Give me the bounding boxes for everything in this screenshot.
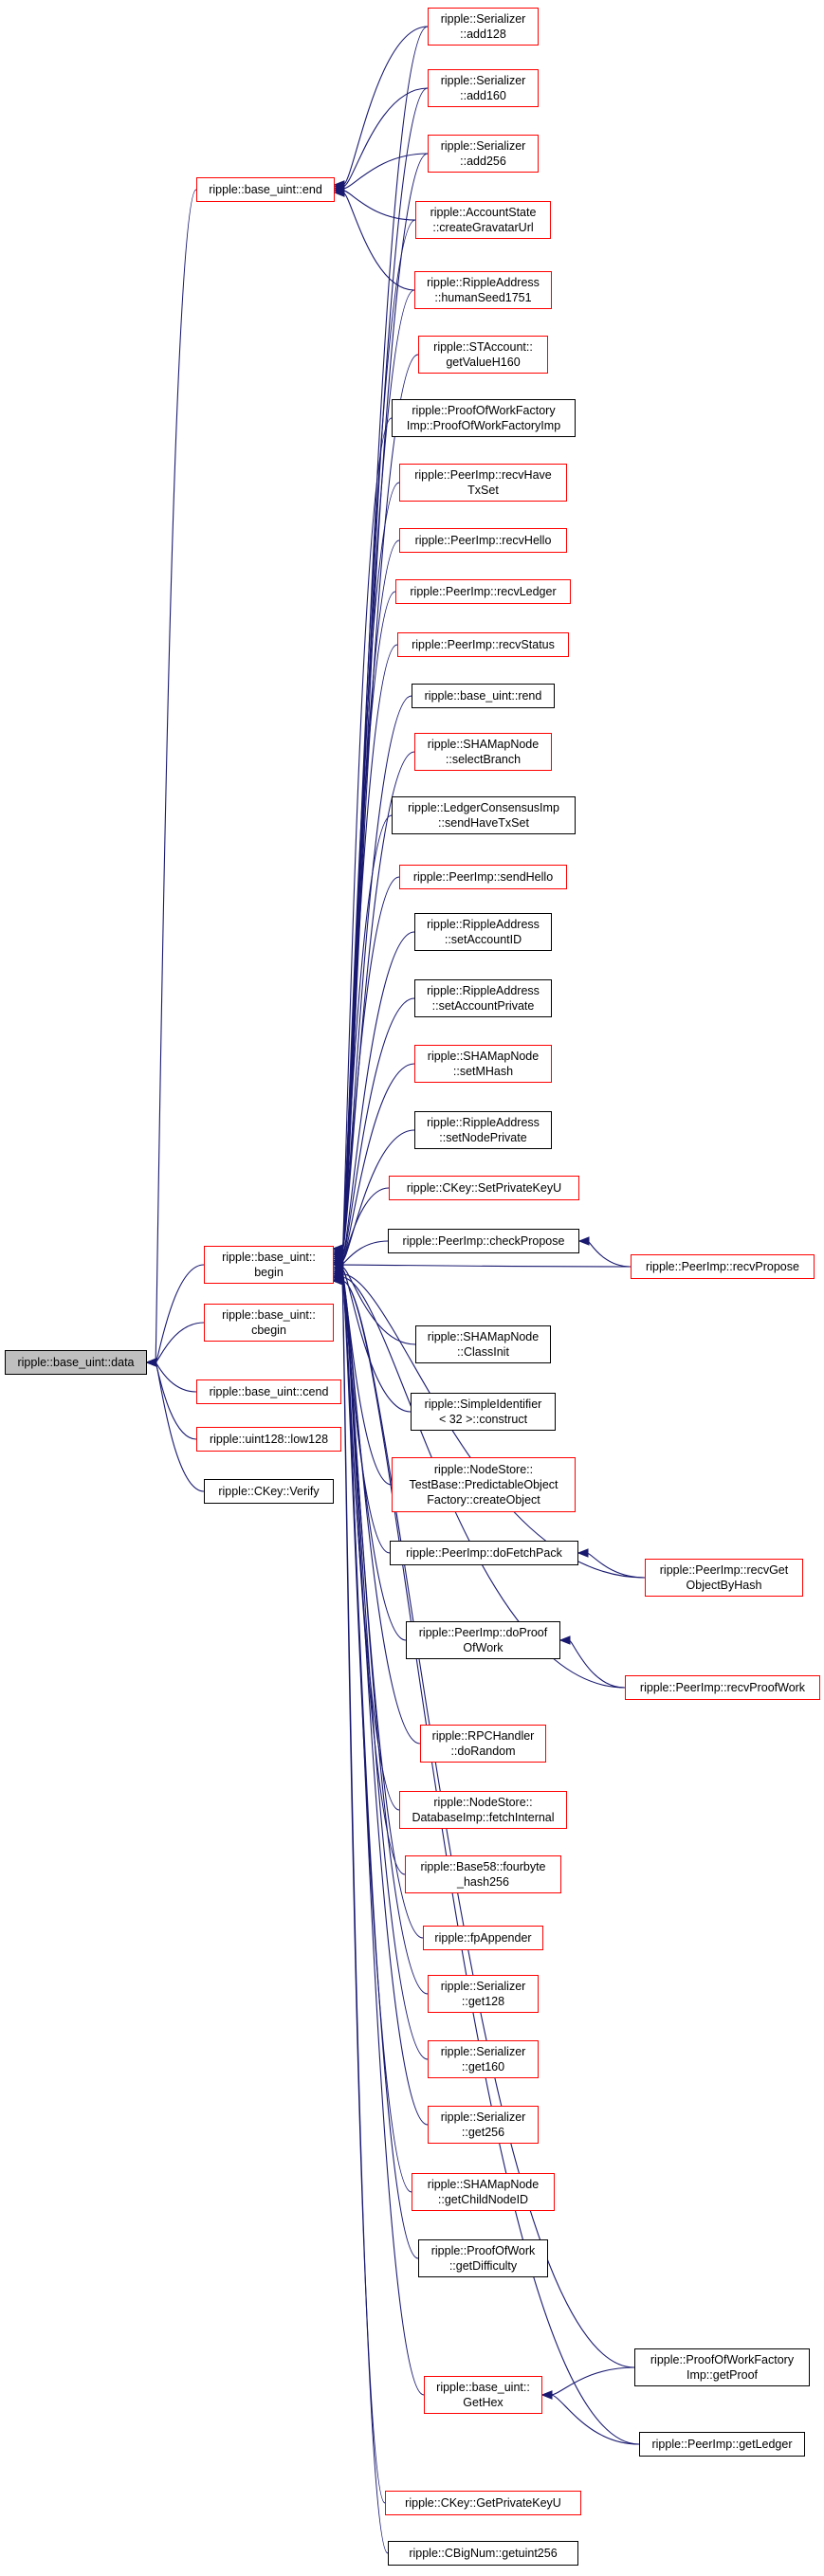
node-peerimp-recvstatus[interactable]: ripple::PeerImp::recvStatus [397, 632, 569, 657]
node-databaseimp-fetchinternal[interactable]: ripple::NodeStore:: DatabaseImp::fetchIn… [399, 1791, 567, 1829]
edge-low128-to-data [155, 1361, 197, 1440]
node-rippleaddress-setaccountid[interactable]: ripple::RippleAddress ::setAccountID [414, 913, 552, 951]
node-base-uint-cend[interactable]: ripple::base_uint::cend [196, 1379, 341, 1404]
edge-setnodeprivate-to-begin [341, 1129, 415, 1262]
node-accountstate-creategravatarurl[interactable]: ripple::AccountState ::createGravatarUrl [415, 201, 551, 239]
node-ckey-getprivatekeyu[interactable]: ripple::CKey::GetPrivateKeyU [385, 2491, 581, 2515]
node-peerimp-dofetchpack[interactable]: ripple::PeerImp::doFetchPack [390, 1541, 578, 1565]
edge-setaccountid-to-begin [341, 931, 415, 1256]
node-peerimp-getledger[interactable]: ripple::PeerImp::getLedger [639, 2432, 805, 2457]
edge-recvpropose-to-begin [341, 1264, 632, 1268]
node-peerimp-doproofofwork[interactable]: ripple::PeerImp::doProof OfWork [406, 1621, 560, 1659]
edge-classinit-to-begin [341, 1266, 416, 1345]
node-peerimp-recvledger[interactable]: ripple::PeerImp::recvLedger [395, 579, 571, 604]
node-rippleaddress-setnodeprivate[interactable]: ripple::RippleAddress ::setNodePrivate [414, 1111, 552, 1149]
edge-recvproofwork-to-doproofofwork [568, 1639, 626, 1689]
node-base58-fourbyte-hash256[interactable]: ripple::Base58::fourbyte _hash256 [405, 1855, 561, 1893]
node-cbignum-getuint256[interactable]: ripple::CBigNum::getuint256 [388, 2541, 578, 2566]
node-base-uint-end[interactable]: ripple::base_uint::end [196, 177, 335, 202]
edge-gethex-to-begin [341, 1280, 425, 2396]
node-peerimp-recvproofwork[interactable]: ripple::PeerImp::recvProofWork [625, 1675, 820, 1700]
node-base-uint-data: ripple::base_uint::data [5, 1350, 147, 1375]
node-peerimp-recvhello[interactable]: ripple::PeerImp::recvHello [399, 528, 567, 553]
node-serializer-get128[interactable]: ripple::Serializer ::get128 [428, 1975, 539, 2013]
edge-setmhash-to-begin [341, 1063, 415, 1260]
edge-getproof-to-gethex [550, 2366, 635, 2396]
node-ckey-setprivatekeyu[interactable]: ripple::CKey::SetPrivateKeyU [389, 1176, 579, 1200]
node-base-uint-rend[interactable]: ripple::base_uint::rend [412, 684, 555, 708]
edge-construct-to-begin [341, 1269, 412, 1413]
edge-setaccountprivate-to-begin [341, 997, 415, 1258]
edge-powfactory-to-begin [341, 417, 393, 1250]
node-peerimp-recvpropose[interactable]: ripple::PeerImp::recvPropose [631, 1254, 815, 1279]
node-simpleidentifier-construct[interactable]: ripple::SimpleIdentifier < 32 >::constru… [411, 1393, 556, 1431]
node-fpappender[interactable]: ripple::fpAppender [423, 1926, 543, 1950]
edge-sendhavetxset-to-begin [341, 814, 393, 1252]
node-predictableobjectfactory-createobject[interactable]: ripple::NodeStore:: TestBase::Predictabl… [392, 1457, 576, 1512]
arrowhead-getledger-to-gethex [540, 2390, 553, 2400]
arrowhead-recvgetobject-to-dofetchpack [577, 1548, 589, 1558]
node-peerimp-recvhavetxset[interactable]: ripple::PeerImp::recvHave TxSet [399, 464, 567, 502]
edge-cbegin-to-data [155, 1322, 205, 1363]
edge-gravatar-to-begin [341, 219, 416, 1250]
arrowhead-recvproofwork-to-doproofofwork [558, 1635, 571, 1645]
edge-recvhavetxset-to-begin [341, 482, 400, 1250]
edge-getprivatekeyu-to-begin [341, 1280, 386, 2504]
edge-humanseed-to-end [342, 192, 415, 291]
node-shamapnode-setmhash[interactable]: ripple::SHAMapNode ::setMHash [414, 1045, 552, 1083]
node-staccount-getvalueh160[interactable]: ripple::STAccount:: getValueH160 [418, 336, 548, 374]
arrowhead-getuint256-to-begin [332, 1276, 344, 1286]
edge-recvgetobject-to-dofetchpack [586, 1552, 646, 1579]
edge-verify-to-data [155, 1361, 205, 1492]
node-serializer-get160[interactable]: ripple::Serializer ::get160 [428, 2040, 539, 2078]
edge-recvpropose-to-checkpropose [587, 1240, 632, 1268]
edge-begin-to-data [155, 1264, 205, 1363]
node-base-uint-begin[interactable]: ripple::base_uint:: begin [204, 1246, 334, 1284]
edge-add160-to-end [342, 87, 429, 188]
arrowhead-humanseed-to-end [333, 188, 345, 197]
node-proofofwork-getdifficulty[interactable]: ripple::ProofOfWork ::getDifficulty [418, 2239, 548, 2277]
node-peerimp-checkpropose[interactable]: ripple::PeerImp::checkPropose [388, 1229, 579, 1253]
node-ckey-verify[interactable]: ripple::CKey::Verify [204, 1479, 334, 1504]
node-rippleaddress-setaccountprivate[interactable]: ripple::RippleAddress ::setAccountPrivat… [414, 979, 552, 1017]
node-peerimp-recvgetobjectbyhash[interactable]: ripple::PeerImp::recvGet ObjectByHash [645, 1559, 803, 1597]
edge-end-to-data [155, 189, 197, 1363]
node-shamapnode-getchildnodeid[interactable]: ripple::SHAMapNode ::getChildNodeID [412, 2173, 555, 2211]
node-uint128-low128[interactable]: ripple::uint128::low128 [196, 1427, 341, 1452]
edge-getledger-to-gethex [550, 2394, 640, 2445]
arrowhead-recvpropose-to-checkpropose [577, 1236, 590, 1246]
node-peerimp-sendhello[interactable]: ripple::PeerImp::sendHello [399, 865, 567, 889]
node-serializer-add160[interactable]: ripple::Serializer ::add160 [428, 69, 539, 107]
arrowhead-verify-to-data [145, 1358, 157, 1367]
node-serializer-get256[interactable]: ripple::Serializer ::get256 [428, 2106, 539, 2144]
node-serializer-add128[interactable]: ripple::Serializer ::add128 [428, 8, 539, 46]
edge-sendhello-to-begin [341, 876, 400, 1254]
edge-selectbranch-to-begin [341, 751, 415, 1251]
edge-getuint256-to-begin [341, 1280, 389, 2554]
edge-get256-to-begin [341, 1280, 429, 2126]
node-shamapnode-selectbranch[interactable]: ripple::SHAMapNode ::selectBranch [414, 733, 552, 771]
node-rpchandler-dorandom[interactable]: ripple::RPCHandler ::doRandom [420, 1725, 546, 1763]
edge-add256-to-end [342, 153, 429, 190]
edge-dorandom-to-begin [341, 1278, 421, 1745]
edge-gravatar-to-end [342, 190, 416, 221]
node-ledgerconsensusimp-sendhavetxset[interactable]: ripple::LedgerConsensusImp ::sendHaveTxS… [392, 796, 576, 834]
edge-add128-to-end [342, 26, 429, 186]
node-base-uint-gethex[interactable]: ripple::base_uint:: GetHex [424, 2376, 542, 2414]
node-rippleaddress-humanseed1751[interactable]: ripple::RippleAddress ::humanSeed1751 [414, 271, 552, 309]
node-proofofworkfactoryimp-getproof[interactable]: ripple::ProofOfWorkFactory Imp::getProof [634, 2348, 810, 2386]
edge-layer [145, 26, 646, 2554]
node-shamapnode-classinit[interactable]: ripple::SHAMapNode ::ClassInit [415, 1325, 551, 1363]
node-serializer-add256[interactable]: ripple::Serializer ::add256 [428, 135, 539, 173]
node-proofofworkfactoryimp-constructor[interactable]: ripple::ProofOfWorkFactory Imp::ProofOfW… [392, 399, 576, 437]
node-base-uint-cbegin[interactable]: ripple::base_uint:: cbegin [204, 1304, 334, 1342]
